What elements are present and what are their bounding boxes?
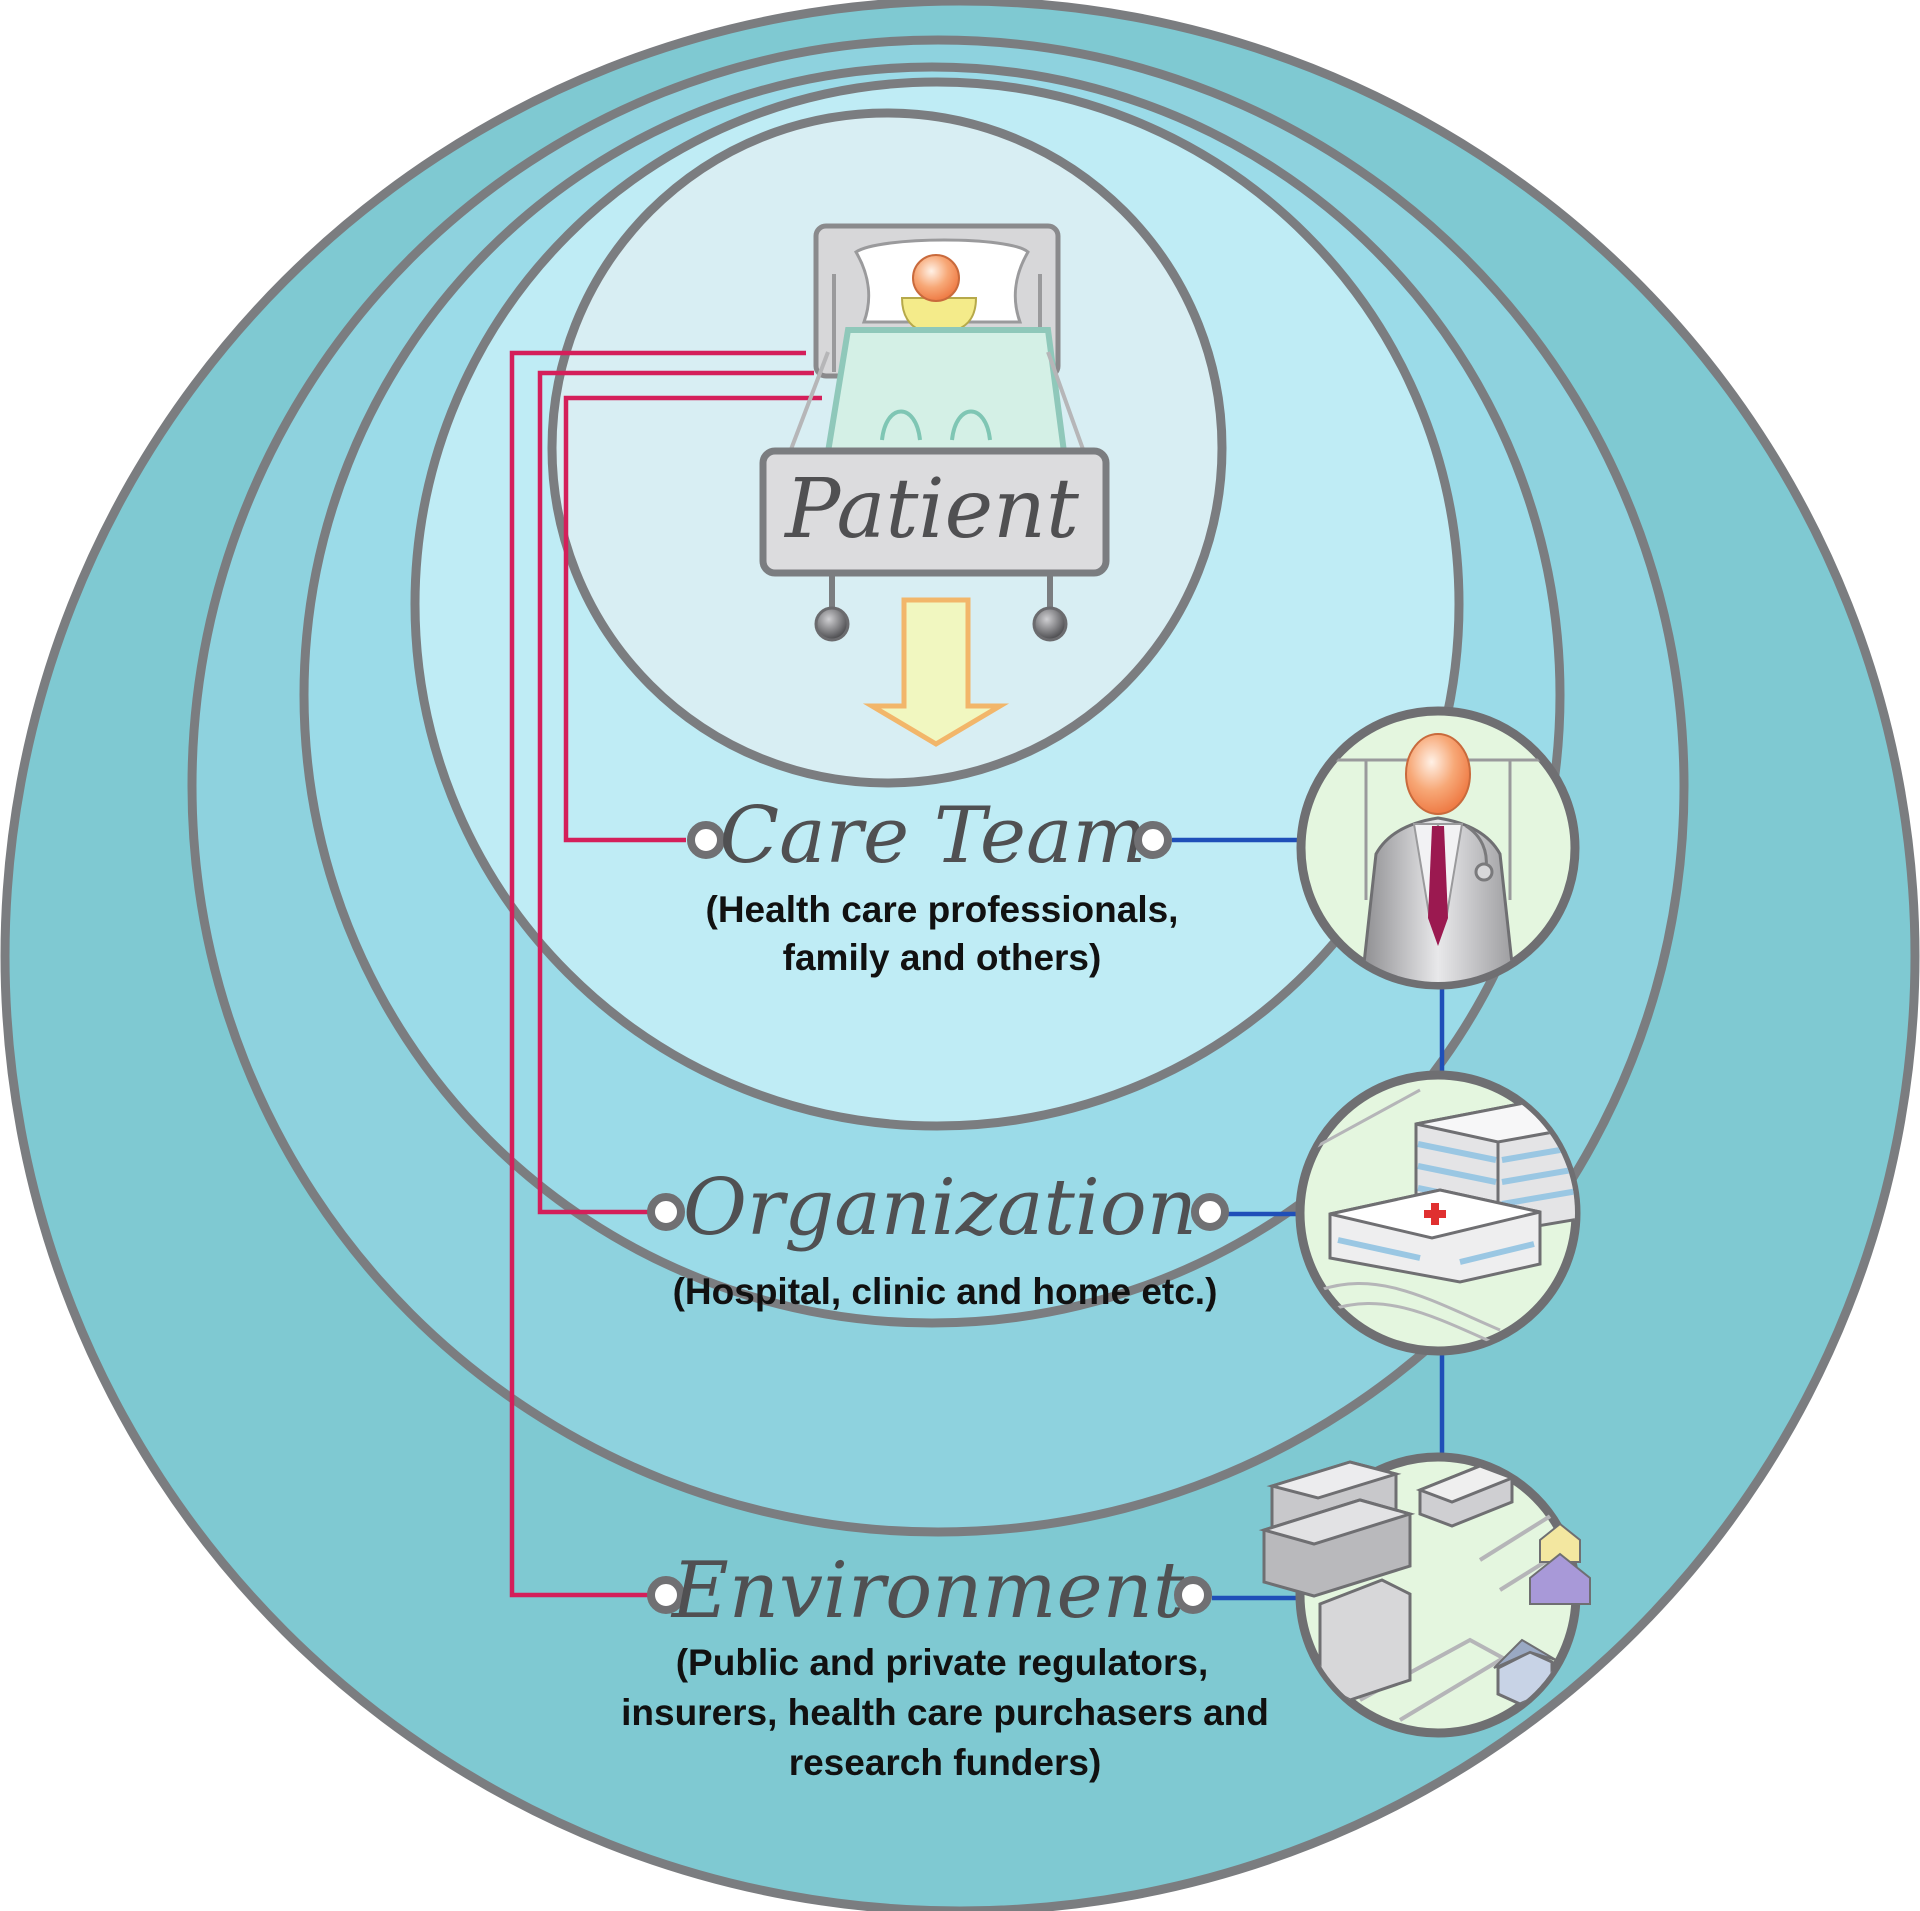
patient-in-bed-icon xyxy=(759,223,1110,642)
environment-description-line-3: research funders) xyxy=(789,1742,1102,1783)
care-team-description-line-2: family and others) xyxy=(783,937,1102,978)
care-team-label: Care Team (Health care professionals, fa… xyxy=(687,791,1179,978)
city-neighborhood-icon xyxy=(1258,1452,1591,1738)
organization-right-node xyxy=(1191,1193,1229,1231)
organization-description-line-1: (Hospital, clinic and home etc.) xyxy=(673,1271,1218,1312)
patient-title: Patient xyxy=(783,462,1080,557)
environment-description-line-1: (Public and private regulators, xyxy=(676,1642,1209,1683)
care-team-title: Care Team xyxy=(719,791,1146,881)
environment-label: Environment (Public and private regulato… xyxy=(621,1546,1269,1783)
patient-connector-lines xyxy=(509,350,822,1598)
down-arrow-icon xyxy=(862,597,1010,747)
care-team-description-line-1: (Health care professionals, xyxy=(706,889,1179,930)
icon-connector-lines xyxy=(1172,837,1445,1601)
environment-right-node xyxy=(1174,1576,1212,1614)
organization-label: Organization (Hospital, clinic and home … xyxy=(647,1163,1229,1312)
environment-description-line-2: insurers, health care purchasers and xyxy=(621,1692,1269,1733)
environment-left-node xyxy=(647,1576,685,1614)
environment-title: Environment xyxy=(670,1546,1185,1636)
doctor-icon xyxy=(1296,706,1580,990)
city-towers xyxy=(1258,1460,1591,1605)
care-team-right-node xyxy=(1134,821,1172,859)
organization-left-node xyxy=(647,1193,685,1231)
care-team-left-node xyxy=(687,821,725,859)
organization-title: Organization xyxy=(683,1163,1197,1253)
